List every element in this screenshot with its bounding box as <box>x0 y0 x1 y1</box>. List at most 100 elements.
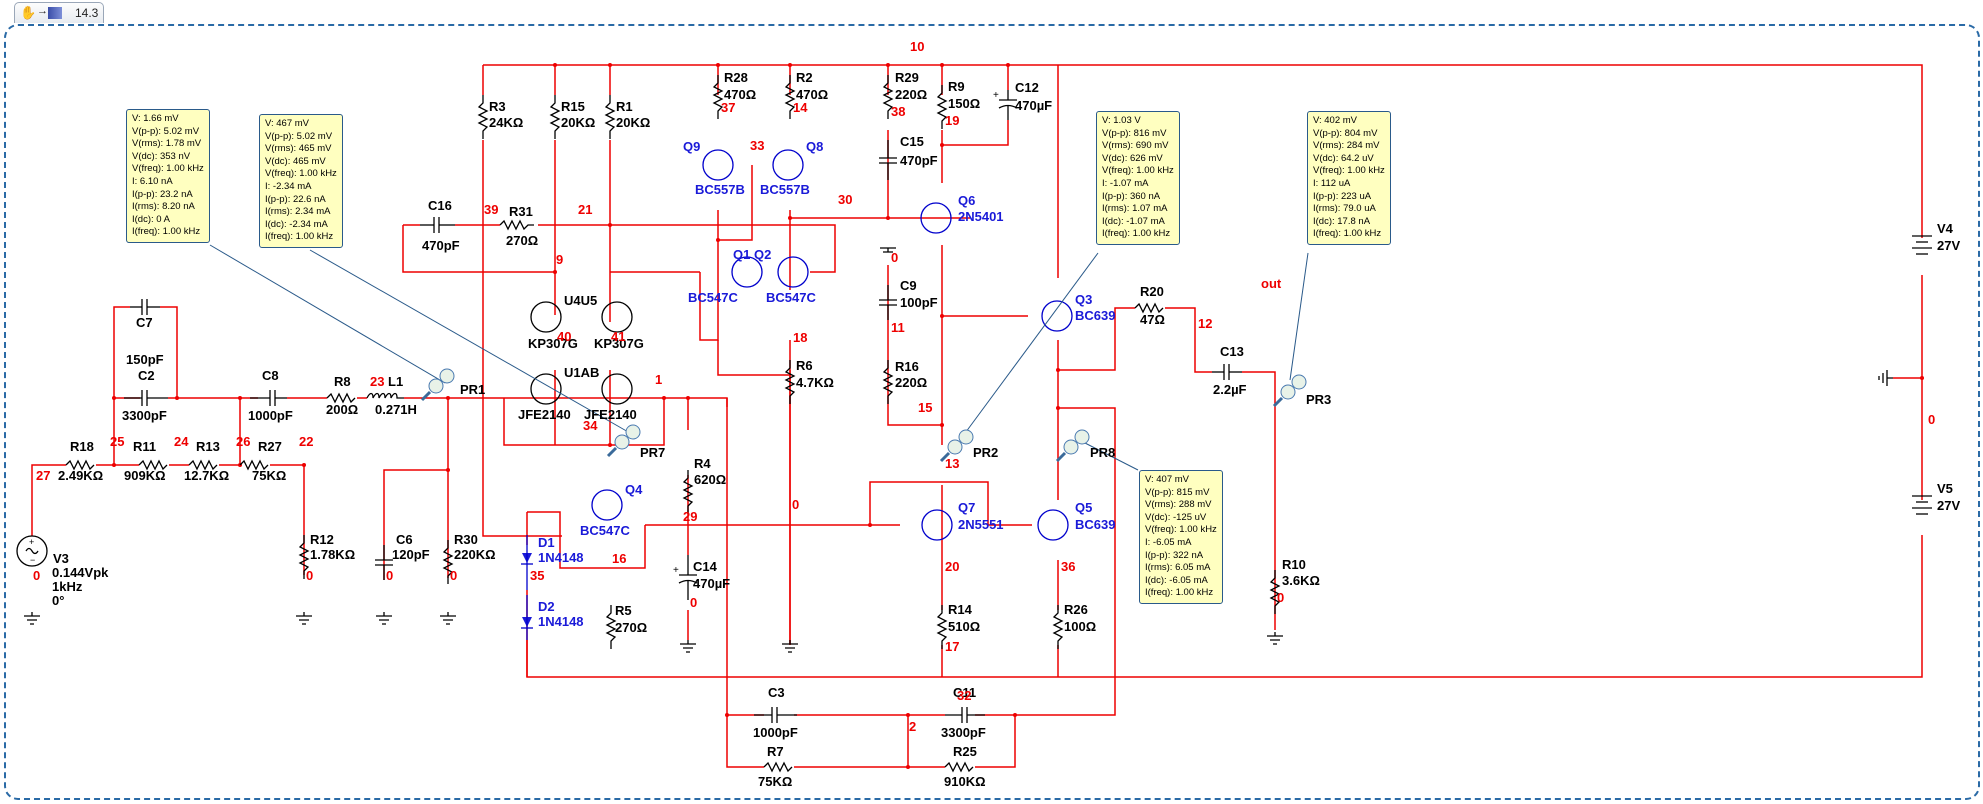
resistor-r2 <box>784 75 796 119</box>
zoom-tab[interactable]: ✋ → 14.3 <box>14 2 104 23</box>
capacitor-c3 <box>754 707 797 723</box>
schematic-shape <box>614 434 630 450</box>
schematic-label: 220Ω <box>895 87 927 102</box>
capacitor-c14: + <box>673 555 698 600</box>
schematic-shape <box>16 535 48 567</box>
schematic-label: 16 <box>612 551 626 566</box>
schematic-label: + <box>29 537 34 547</box>
probe-info-pr2[interactable]: V: 1.03 V V(p-p): 816 mV V(rms): 690 mV … <box>1096 111 1180 245</box>
wire <box>699 240 719 341</box>
schematic-label: 27 <box>36 468 50 483</box>
schematic-label: 0° <box>52 593 64 608</box>
schematic-shape <box>1272 396 1284 408</box>
resistor-r16 <box>882 360 894 404</box>
schematic-shape <box>296 612 312 625</box>
probe-line: I(dc): 17.8 nA <box>1313 215 1371 227</box>
junction-dot <box>302 463 306 467</box>
ac-source-v3: +− <box>16 535 48 567</box>
resistor-r9 <box>936 85 948 129</box>
schematic-label: 0 <box>33 568 40 583</box>
wire <box>448 397 728 407</box>
probe-line: V: 407 mV <box>1145 474 1190 485</box>
probe-line: V(freq): 1.00 kHz <box>132 163 204 175</box>
probe-line: V: 402 mV <box>1313 115 1358 126</box>
probe-line: I(p-p): 360 nA <box>1102 190 1161 202</box>
probe-line: I(rms): 8.20 nA <box>132 201 195 213</box>
resistor-r31 <box>499 219 534 231</box>
probe-info-pr1[interactable]: V: 1.66 mV V(p-p): 5.02 mV V(rms): 1.78 … <box>126 109 210 243</box>
probe-icon-pr2 <box>939 429 974 463</box>
probe-line: V(rms): 465 mV <box>265 143 332 155</box>
capacitor-c2 <box>124 390 168 406</box>
junction-dot <box>446 396 450 400</box>
junction-dot <box>906 765 910 769</box>
probe-info-pr7[interactable]: V: 467 mV V(p-p): 5.02 mV V(rms): 465 mV… <box>259 114 343 248</box>
jfet-u1a <box>530 373 562 405</box>
schematic-label: 0 <box>450 568 457 583</box>
schematic-label: R25 <box>953 744 977 759</box>
transistor-q6 <box>920 202 952 234</box>
resistor-r25 <box>944 761 974 773</box>
schematic-label: 120pF <box>392 547 430 562</box>
probe-line: V(rms): 690 mV <box>1102 140 1169 152</box>
schematic-label: 41 <box>611 329 625 344</box>
schematic-label: 1000pF <box>753 725 798 740</box>
schematic-label: 220Ω <box>895 375 927 390</box>
schematic-label: R3 <box>489 99 506 114</box>
schematic-label: R7 <box>767 744 784 759</box>
probe-icon-pr1 <box>420 368 455 402</box>
schematic-shape <box>376 612 392 625</box>
junction-dot <box>608 223 612 227</box>
schematic-canvas[interactable] <box>4 24 1980 800</box>
schematic-label: V4 <box>1937 221 1954 236</box>
resistor-r15 <box>549 95 561 139</box>
wire <box>789 210 970 219</box>
wire <box>975 714 1016 768</box>
probe-line: I: 6.10 nA <box>132 175 173 187</box>
grapher-icon <box>48 7 62 19</box>
schematic-label: R20 <box>1140 284 1164 299</box>
schematic-label: 2N5401 <box>958 209 1004 224</box>
resistor-r27 <box>239 459 269 471</box>
junction-dot <box>112 396 116 400</box>
schematic-label: 20 <box>945 559 959 574</box>
schematic-label: 20KΩ <box>616 115 650 130</box>
schematic-label: Q8 <box>806 139 823 154</box>
schematic-label: 2.2µF <box>1213 382 1247 397</box>
schematic-label: 200Ω <box>326 402 358 417</box>
probe-line: I(p-p): 223 uA <box>1313 190 1372 202</box>
wire <box>941 120 1009 146</box>
schematic-shape <box>25 547 39 555</box>
schematic-label: R18 <box>70 439 94 454</box>
wire <box>402 225 556 315</box>
schematic-shape <box>625 424 641 440</box>
probe-info-pr3[interactable]: V: 402 mV V(p-p): 804 mV V(rms): 284 mV … <box>1307 111 1391 245</box>
schematic-label: C11 <box>953 685 976 700</box>
schematic-label: 470pF <box>422 238 460 253</box>
schematic-label: R29 <box>895 70 919 85</box>
schematic-label: R1 <box>616 99 633 114</box>
schematic-label: 29 <box>683 509 697 524</box>
probe-icon-pr8 <box>1055 429 1090 463</box>
arrow-icon: → <box>37 5 48 17</box>
schematic-label: Q4 <box>625 482 643 497</box>
junction-dot <box>238 396 242 400</box>
schematic-label: 470µF <box>1015 98 1052 113</box>
probe-line: V: 467 mV <box>265 118 310 129</box>
schematic-label: 220KΩ <box>454 547 496 562</box>
probe-line: V(rms): 284 mV <box>1313 140 1380 152</box>
wire <box>31 464 66 536</box>
capacitor-c13 <box>1212 364 1242 380</box>
schematic-shape <box>1289 252 1309 381</box>
schematic-label: 27V <box>1937 238 1960 253</box>
schematic-label: V5 <box>1937 481 1953 496</box>
schematic-shape <box>947 439 963 455</box>
probe-line: V(dc): -125 uV <box>1145 511 1207 523</box>
transistor-q7 <box>921 509 953 541</box>
schematic-label: 4.7KΩ <box>796 375 834 390</box>
zoom-level: 14.3 <box>75 6 99 20</box>
probe-info-pr8[interactable]: V: 407 mV V(p-p): 815 mV V(rms): 288 mV … <box>1139 470 1223 604</box>
junction-dot <box>940 423 944 427</box>
schematic-label: C7 <box>136 315 153 330</box>
